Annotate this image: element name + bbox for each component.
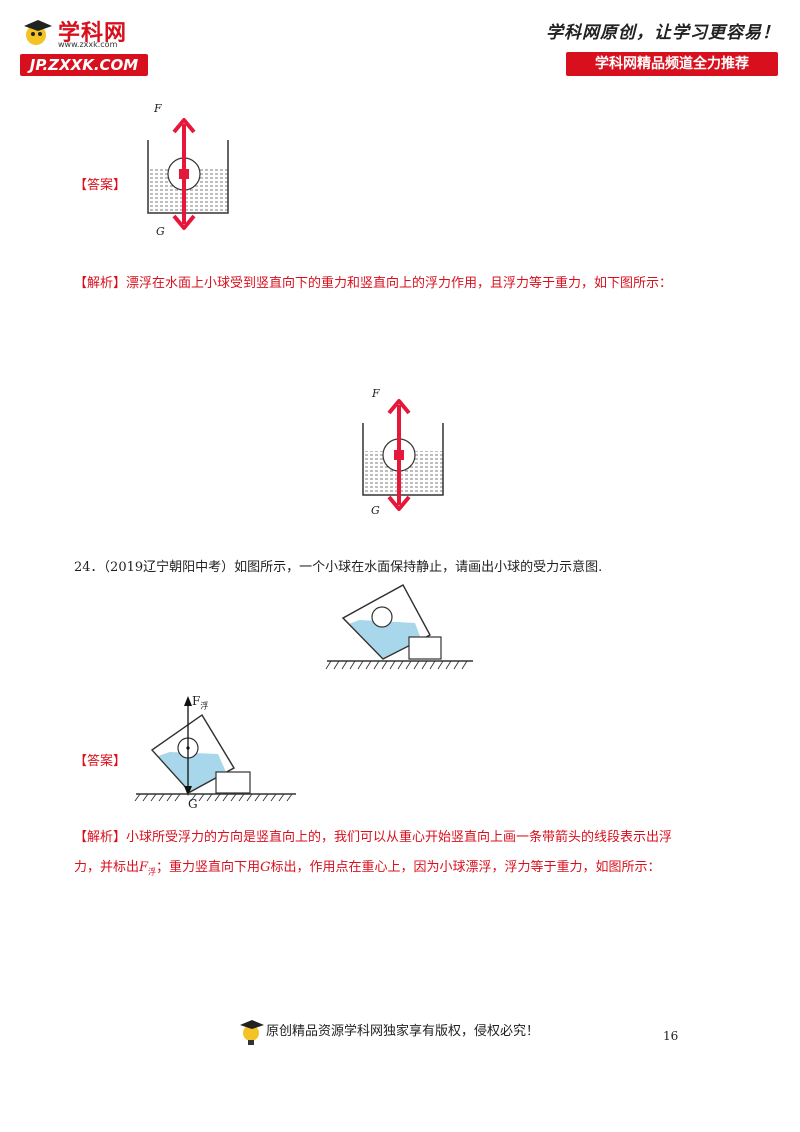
header-slogan: 学科网原创，让学习更容易！: [546, 23, 780, 43]
analysis-2-g: G: [260, 860, 271, 875]
logo-name: 学科网: [58, 21, 128, 46]
question-number: 24．: [74, 560, 104, 575]
analysis-2-line1: 【解析】小球所受浮力的方向是竖直向上的，我们可以从重心开始竖直向上画一条带箭头的…: [74, 826, 754, 850]
analysis-2-text-1: 小球所受浮力的方向是竖直向上的，我们可以从重心开始竖直向上画一条带箭头的线段表示…: [126, 830, 673, 845]
label-f-subscript: 浮: [200, 701, 209, 711]
figure-answer-2: [130, 690, 300, 815]
question-text: （2019辽宁朝阳中考）如图所示，一个小球在水面保持静止，请画出小球的受力示意图…: [103, 560, 603, 575]
label-g-1: G: [156, 225, 165, 238]
analysis-tag-1: 【解析】: [74, 276, 127, 291]
page-number: 16: [663, 1029, 679, 1043]
analysis-tag-2: 【解析】: [74, 830, 127, 845]
analysis-2-f: F: [139, 860, 149, 875]
analysis-2: 【解析】小球所受浮力的方向是竖直向上的，我们可以从重心开始竖直向上画一条带箭头的…: [74, 826, 754, 885]
analysis-text-1: 漂浮在水面上小球受到竖直向下的重力和竖直向上的浮力作用，且浮力等于重力，如下图所…: [126, 276, 673, 291]
beaker-2: [362, 423, 444, 496]
analysis-2-f-sub: 浮: [148, 867, 157, 877]
label-f-float: F浮: [192, 694, 208, 711]
analysis-2-text-2a: 力，并标出: [74, 860, 140, 875]
figure-analysis-1: [355, 385, 455, 520]
analysis-2-text-2b: ；重力竖直向下用: [156, 860, 261, 875]
label-f-2: F: [372, 387, 380, 400]
analysis-2-text-2c: 标出，作用点在重心上，因为小球漂浮，浮力等于重力，如图所示：: [270, 860, 661, 875]
label-f-main: F: [192, 694, 201, 708]
label-g-3: G: [188, 797, 198, 811]
label-g-2: G: [371, 504, 380, 517]
figure-answer-1: [140, 100, 240, 240]
analysis-2-line2: 力，并标出F浮；重力竖直向下用G标出，作用点在重心上，因为小球漂浮，浮力等于重力…: [74, 856, 754, 885]
figure-question-24: [325, 575, 475, 675]
analysis-1: 【解析】漂浮在水面上小球受到竖直向下的重力和竖直向上的浮力作用，且浮力等于重力，…: [74, 272, 754, 296]
logo-bar: JP.ZXXK.COM: [20, 54, 148, 76]
footer-mascot-icon: [238, 1016, 266, 1046]
question-24: 24．（2019辽宁朝阳中考）如图所示，一个小球在水面保持静止，请画出小球的受力…: [74, 556, 764, 575]
answer-tag-1: 【答案】: [74, 178, 127, 193]
mascot-logo-icon: [22, 18, 56, 48]
footer-copyright: 原创精品资源学科网独家享有版权，侵权必究！: [266, 1024, 540, 1039]
label-f-1: F: [154, 102, 162, 115]
logo-url: www.zxxk.com: [58, 40, 118, 49]
beaker-1: [147, 140, 229, 214]
header-banner: 学科网精品频道全力推荐: [566, 52, 778, 76]
answer-tag-2: 【答案】: [74, 754, 127, 769]
